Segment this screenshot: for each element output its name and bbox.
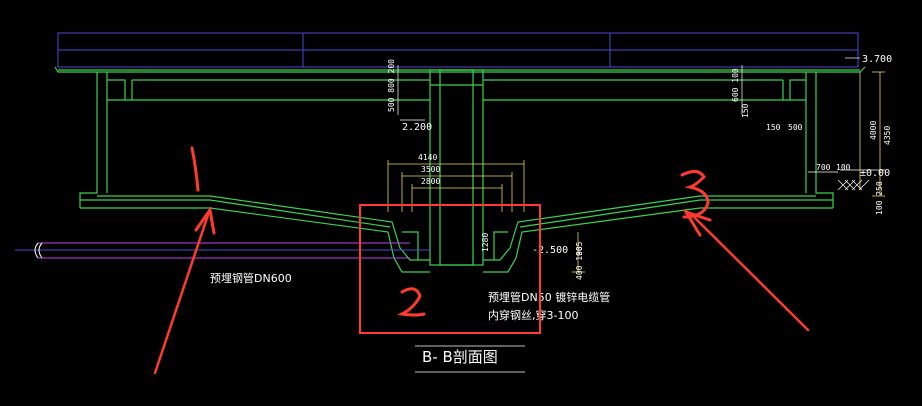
dim-400-100: 400 100 bbox=[575, 246, 584, 280]
markup-annotations bbox=[153, 146, 810, 375]
drawing-title: B- B剖面图 bbox=[422, 348, 498, 366]
dimension-ticks bbox=[397, 57, 860, 373]
dim-2800: 2800 bbox=[421, 177, 440, 186]
dim-100: 100 bbox=[836, 163, 851, 172]
dim-150: 150 bbox=[766, 123, 781, 132]
label-pipe-dn50-line1: 预埋管DN50 镀锌电缆管 bbox=[488, 290, 610, 304]
pipe-dn600 bbox=[15, 242, 430, 259]
dim-100-250: 100 250 bbox=[875, 181, 884, 215]
dim-600-100: 600 100 bbox=[731, 68, 740, 102]
elevation-inner: 2.200 bbox=[402, 122, 432, 133]
dim-4350: 4350 bbox=[883, 126, 892, 145]
dim-905: 905 bbox=[575, 241, 584, 256]
dim-4000: 4000 bbox=[869, 121, 878, 140]
label-pipe-dn600: 预埋钢管DN600 bbox=[210, 271, 292, 285]
top-slab bbox=[57, 32, 859, 68]
elevation-bottom: -2.500 bbox=[532, 245, 568, 256]
label-pipe-dn50-line2: 内穿钢丝,穿3-100 bbox=[488, 308, 578, 322]
tank-structure bbox=[54, 66, 866, 273]
ground-hatch bbox=[837, 169, 885, 191]
dim-3500: 3500 bbox=[421, 165, 440, 174]
dim-700: 700 bbox=[816, 163, 831, 172]
elevation-top: 3.700 bbox=[862, 54, 892, 65]
dim-150b: 150 bbox=[741, 103, 750, 118]
elevation-ground: ±0.00 bbox=[860, 168, 890, 179]
dim-4140: 4140 bbox=[418, 153, 437, 162]
dim-500: 500 bbox=[788, 123, 803, 132]
dim-1280: 1280 bbox=[481, 233, 490, 252]
dim-500-800-200: 500 800 200 bbox=[387, 59, 396, 112]
